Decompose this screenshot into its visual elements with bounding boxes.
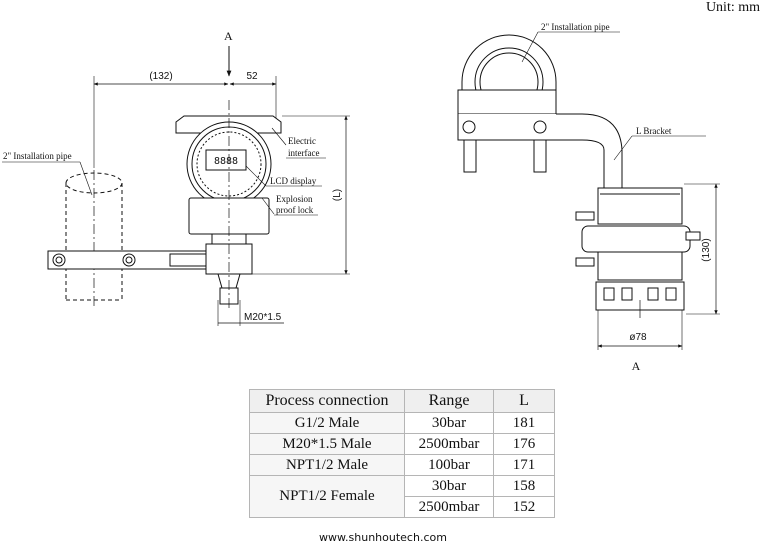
bracket-label: L Bracket xyxy=(636,126,672,136)
explosion-lock-line1: Explosion xyxy=(276,194,313,204)
front-transmitter-housing xyxy=(169,115,282,305)
process-connection-table: Process connection Range L G1/2 Male 30b… xyxy=(249,389,555,518)
dim-78: ø78 xyxy=(629,332,647,343)
side-clamp xyxy=(457,89,561,173)
l-bracket xyxy=(556,113,623,191)
cell-connection: NPT1/2 Female xyxy=(249,475,405,518)
side-view: (130) ø78 A 2" Installation pipe L Brack… xyxy=(457,22,720,373)
cell-l: 152 xyxy=(493,496,555,518)
unit-label: Unit: mm xyxy=(705,0,760,15)
cell-connection: G1/2 Male xyxy=(249,412,405,434)
dim-L: (L) xyxy=(332,189,343,201)
cell-range: 30bar xyxy=(404,475,494,497)
cell-l: 171 xyxy=(493,454,555,476)
header-l: L xyxy=(493,389,555,413)
table-row: NPT1/2 Female 30bar 158 xyxy=(249,475,555,518)
side-view-letter: A xyxy=(632,359,641,373)
header-process-connection: Process connection xyxy=(249,389,405,413)
lcd-display-label: LCD display xyxy=(270,176,317,186)
dim-52: 52 xyxy=(246,71,258,82)
table-row: G1/2 Male 30bar 181 xyxy=(249,412,555,434)
lcd-readout: 8888 xyxy=(214,156,238,167)
website-footer: www.shunhoutech.com xyxy=(319,531,447,544)
cell-connection: NPT1/2 Male xyxy=(249,454,405,476)
cell-l: 181 xyxy=(493,412,555,434)
cell-range: 100bar xyxy=(404,454,494,476)
front-pipe-label: 2" Installation pipe xyxy=(3,151,72,161)
header-range: Range xyxy=(404,389,494,413)
dim-132: (132) xyxy=(149,71,172,82)
electric-interface-line2: interface xyxy=(288,148,319,158)
dim-m20: M20*1.5 xyxy=(244,312,282,323)
cell-range: 2500mbar xyxy=(404,496,494,518)
explosion-lock-line2: proof lock xyxy=(276,205,314,215)
cell-range: 30bar xyxy=(404,412,494,434)
front-view: 8888 A (132) 52 (L) M20*1.5 2" Installat… xyxy=(2,29,350,326)
cell-range: 2500mbar xyxy=(404,433,494,455)
table-row: M20*1.5 Male 2500mbar 176 xyxy=(249,433,555,455)
table-row: 2500mbar 152 xyxy=(250,496,555,518)
cell-l: 176 xyxy=(493,433,555,455)
side-transmitter-body xyxy=(575,187,701,311)
cell-l: 158 xyxy=(493,475,555,497)
dim-130: (130) xyxy=(701,238,712,261)
table-header-row: Process connection Range L xyxy=(249,389,555,413)
cell-connection: M20*1.5 Male xyxy=(249,433,405,455)
view-arrow-label: A xyxy=(224,29,233,43)
electric-interface-line1: Electric xyxy=(288,136,316,146)
table-row: NPT1/2 Male 100bar 171 xyxy=(249,454,555,476)
side-pipe-label: 2" Installation pipe xyxy=(541,22,610,32)
